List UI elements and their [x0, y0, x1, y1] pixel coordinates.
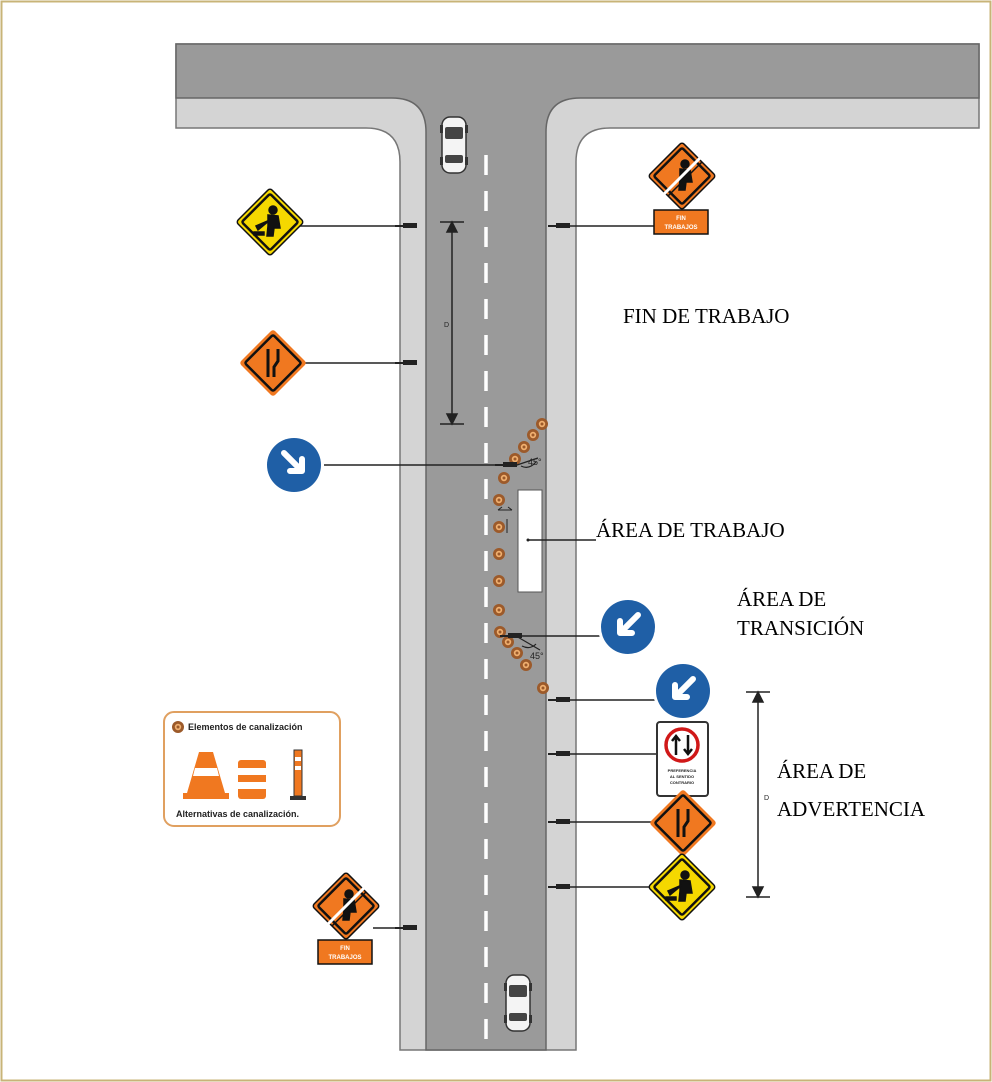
keep-left-sign-icon — [598, 597, 658, 657]
delineator-post-icon — [290, 749, 306, 800]
end-of-work-plate-line2: TRABAJOS — [664, 225, 697, 231]
legend-box: Elementos de canalización Alternativas d… — [163, 711, 341, 827]
cone-icon — [537, 682, 549, 694]
end-of-work-plate-line1: FIN — [340, 946, 350, 952]
angle-arc-bottom — [515, 635, 541, 651]
cone-icon — [527, 429, 539, 441]
end-of-work-plate-line2: TRABAJOS — [328, 955, 361, 961]
label-area-de-advertencia-line2: ADVERTENCIA — [777, 797, 926, 821]
label-area-de-transicion-line2: TRANSICIÓN — [737, 616, 864, 640]
cone-icon — [493, 548, 505, 560]
cone-icon — [511, 647, 523, 659]
priority-plate-line1: PREFERENCIA — [668, 768, 697, 773]
label-area-de-trabajo: ÁREA DE TRABAJO — [596, 518, 785, 542]
label-area-de-advertencia-line1: ÁREA DE — [777, 759, 866, 783]
road-shoulder — [175, 43, 980, 1051]
car-icon — [439, 116, 469, 174]
end-of-work-plate-line1: FIN — [676, 216, 686, 222]
keep-right-sign-icon — [264, 435, 324, 495]
distance-dimension-top — [440, 220, 464, 426]
sign-posts — [296, 225, 657, 929]
road-asphalt — [175, 43, 980, 1051]
cone-icon — [493, 575, 505, 587]
barrel-icon — [238, 760, 266, 799]
label-area-de-transicion-line1: ÁREA DE — [737, 587, 826, 611]
end-of-work-plate — [653, 209, 709, 235]
two-way-priority-sign-icon — [656, 721, 709, 797]
cone-icon — [518, 441, 530, 453]
cone-icon — [493, 521, 505, 533]
distance-label-top: D — [444, 322, 449, 329]
end-of-work-plate — [317, 939, 373, 965]
angle-label-top: 45° — [528, 457, 542, 467]
label-fin-de-trabajo: FIN DE TRABAJO — [623, 304, 789, 328]
cone-legend-icon — [172, 721, 184, 733]
angle-arc-top — [513, 457, 539, 468]
cone-icon — [493, 604, 505, 616]
distance-label-right: D — [764, 795, 769, 802]
cone-icon — [536, 418, 548, 430]
distance-dimension-right — [746, 690, 770, 899]
priority-plate-line3: CONTRARIO — [670, 780, 694, 785]
legend-elements-title: Elementos de canalización — [188, 722, 303, 732]
traffic-cone-icon — [183, 752, 229, 799]
offset-marker — [497, 506, 513, 511]
legend-alternatives-title: Alternativas de canalización. — [176, 809, 299, 819]
priority-plate-line2: AL SENTIDO — [670, 774, 694, 779]
cone-icon — [498, 472, 510, 484]
road — [175, 43, 980, 1051]
car-icon — [503, 974, 533, 1032]
cone-icon — [493, 494, 505, 506]
work-area-zone — [517, 489, 543, 593]
keep-left-sign-icon — [653, 661, 713, 721]
angle-label-bottom: 45° — [530, 651, 544, 661]
